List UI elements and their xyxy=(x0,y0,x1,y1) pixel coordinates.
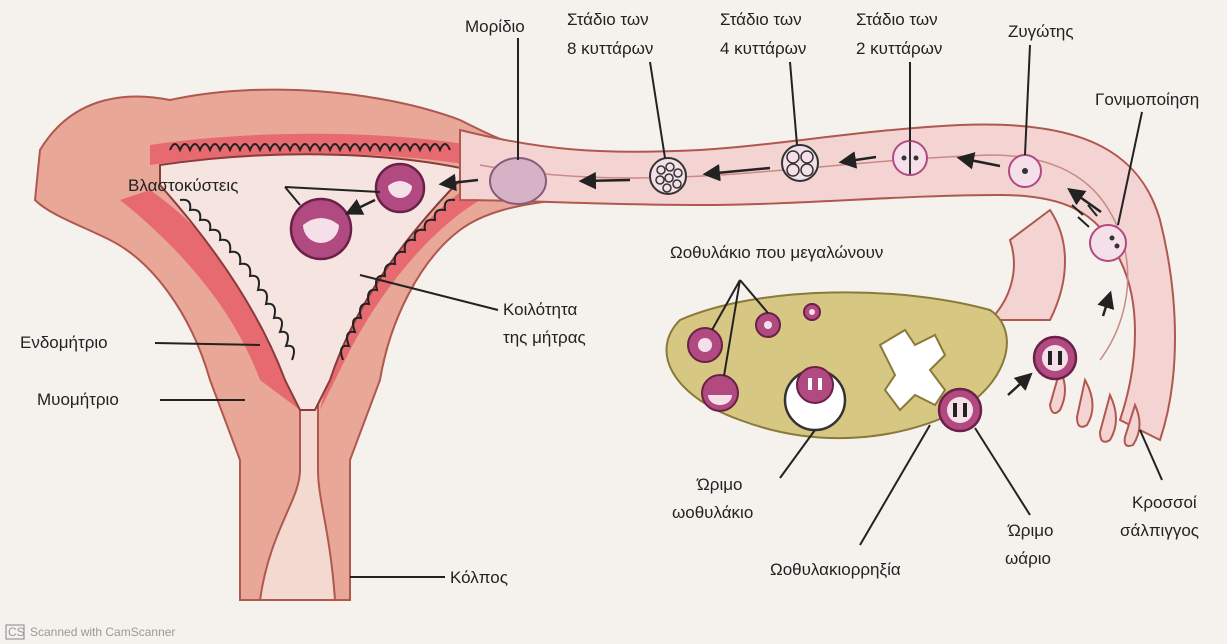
label-vagina: Κόλπος xyxy=(450,568,508,587)
label-zygote: Ζυγώτης xyxy=(1008,22,1074,41)
label-mature-ovum-line1: Ώριμο xyxy=(1007,521,1054,540)
label-stage4-line1: Στάδιο των xyxy=(720,10,802,29)
camscanner-badge: CS xyxy=(8,625,25,639)
label-fertilization: Γονιμοποίηση xyxy=(1095,90,1199,109)
label-stage8-line2: 8 κυττάρων xyxy=(567,39,653,58)
morula-cell xyxy=(490,158,546,204)
label-fimbriae-line1: Κροσσοί xyxy=(1132,493,1197,512)
label-mature-ovum-line2: ωάριο xyxy=(1005,549,1051,568)
label-stage2-line1: Στάδιο των xyxy=(856,10,938,29)
label-mature-follicle-line1: Ώριμο xyxy=(696,475,743,494)
eight-cell-stage xyxy=(650,158,686,194)
label-cavity-line2: της μήτρας xyxy=(503,328,586,347)
label-growing-follicles: Ωοθυλάκιο που μεγαλώνουν xyxy=(670,243,883,262)
zygote-cell xyxy=(1009,155,1041,187)
tube-infundibulum xyxy=(990,210,1065,320)
label-blastocysts: Βλαστοκύστεις xyxy=(128,176,238,195)
label-mature-follicle-line2: ωοθυλάκιο xyxy=(672,503,753,522)
label-cavity-line1: Κοιλότητα xyxy=(503,300,577,319)
label-ovulation: Ωοθυλακιορρηξία xyxy=(770,560,901,579)
label-stage8-line1: Στάδιο των xyxy=(567,10,649,29)
ovum-in-tube xyxy=(1034,337,1076,379)
label-myometrium: Μυομήτριο xyxy=(37,390,119,409)
two-cell-stage xyxy=(893,141,927,175)
label-stage4-line2: 4 κυττάρων xyxy=(720,39,806,58)
blastocyst-1 xyxy=(376,164,424,212)
label-morula: Μορίδιο xyxy=(465,17,525,36)
label-endometrium: Ενδομήτριο xyxy=(20,333,108,352)
label-stage2-line2: 2 κυττάρων xyxy=(856,39,942,58)
four-cell-stage xyxy=(782,145,818,181)
fertilization-cell xyxy=(1090,225,1126,261)
camscanner-watermark: Scanned with CamScanner xyxy=(30,625,175,639)
blastocyst-2 xyxy=(291,199,351,259)
label-fimbriae-line2: σάλπιγγος xyxy=(1120,521,1199,540)
released-ovum xyxy=(939,389,981,431)
